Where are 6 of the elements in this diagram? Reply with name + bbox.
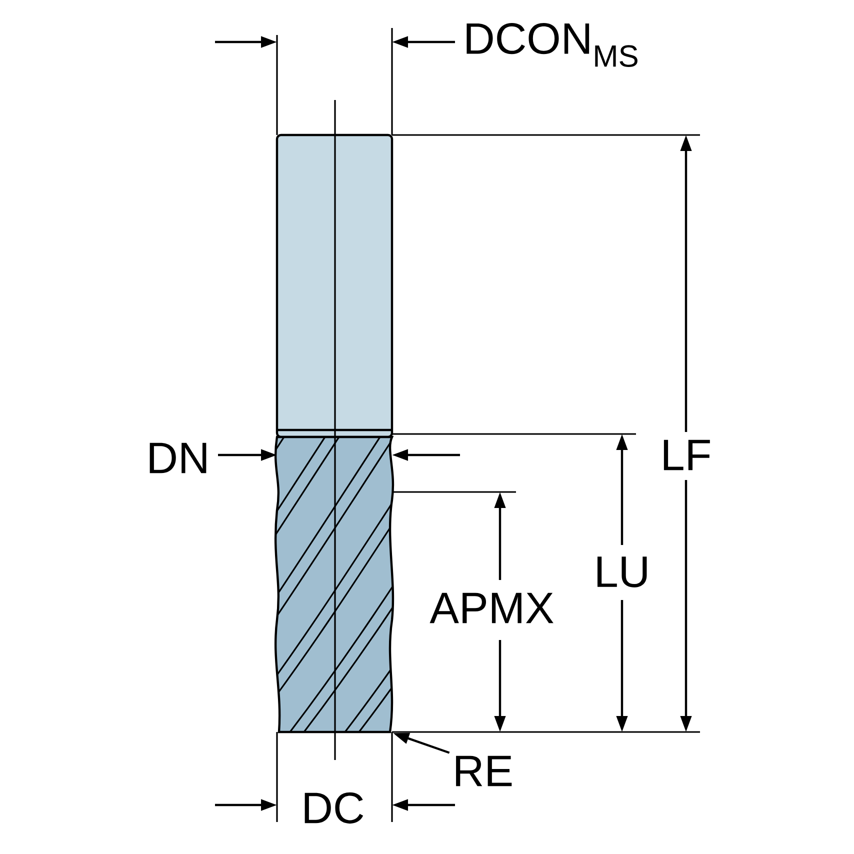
dimension-label: LF xyxy=(664,440,710,470)
dimension-label: DCON$_{MS}$ xyxy=(466,23,638,67)
dimension-label: APMX xyxy=(430,592,554,624)
end-mill-drawing xyxy=(274,100,394,760)
dimension-label: RE xyxy=(456,756,512,786)
dimension-label: DN xyxy=(150,442,206,474)
